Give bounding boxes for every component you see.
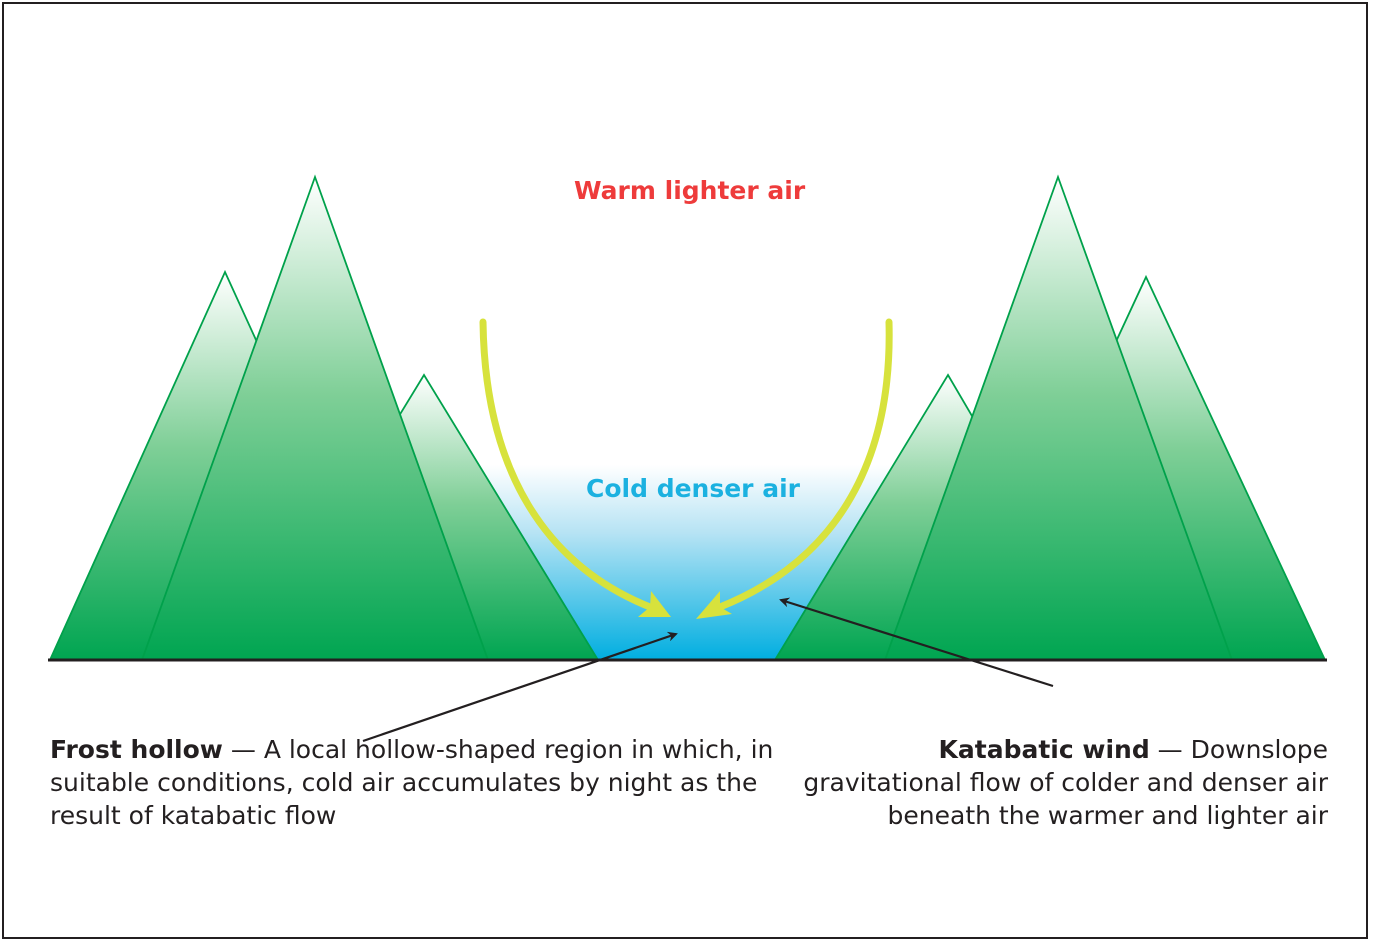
katabatic-pointer — [779, 597, 1054, 688]
frost-hollow-pointer — [362, 631, 678, 743]
warm-air-label: Warm lighter air — [574, 176, 806, 205]
left-flow-arrow — [479, 318, 671, 617]
katabatic-wind-caption: Katabatic wind — Downslope gravitational… — [800, 733, 1328, 832]
frost-hollow-caption: Frost hollow — A local hollow-shaped reg… — [50, 733, 790, 832]
frost-hollow-dash: — — [222, 735, 264, 764]
katabatic-wind-term: Katabatic wind — [938, 735, 1150, 764]
katabatic-wind-definition: Downslope gravitational flow of colder a… — [803, 735, 1328, 830]
frost-hollow-term: Frost hollow — [50, 735, 223, 764]
cold-air-label: Cold denser air — [586, 474, 800, 503]
cold-air-pool — [470, 465, 900, 660]
katabatic-wind-dash: — — [1149, 735, 1191, 764]
frost-hollow-definition: A local hollow-shaped region in which, i… — [50, 735, 774, 830]
right-flow-arrow — [696, 318, 893, 619]
